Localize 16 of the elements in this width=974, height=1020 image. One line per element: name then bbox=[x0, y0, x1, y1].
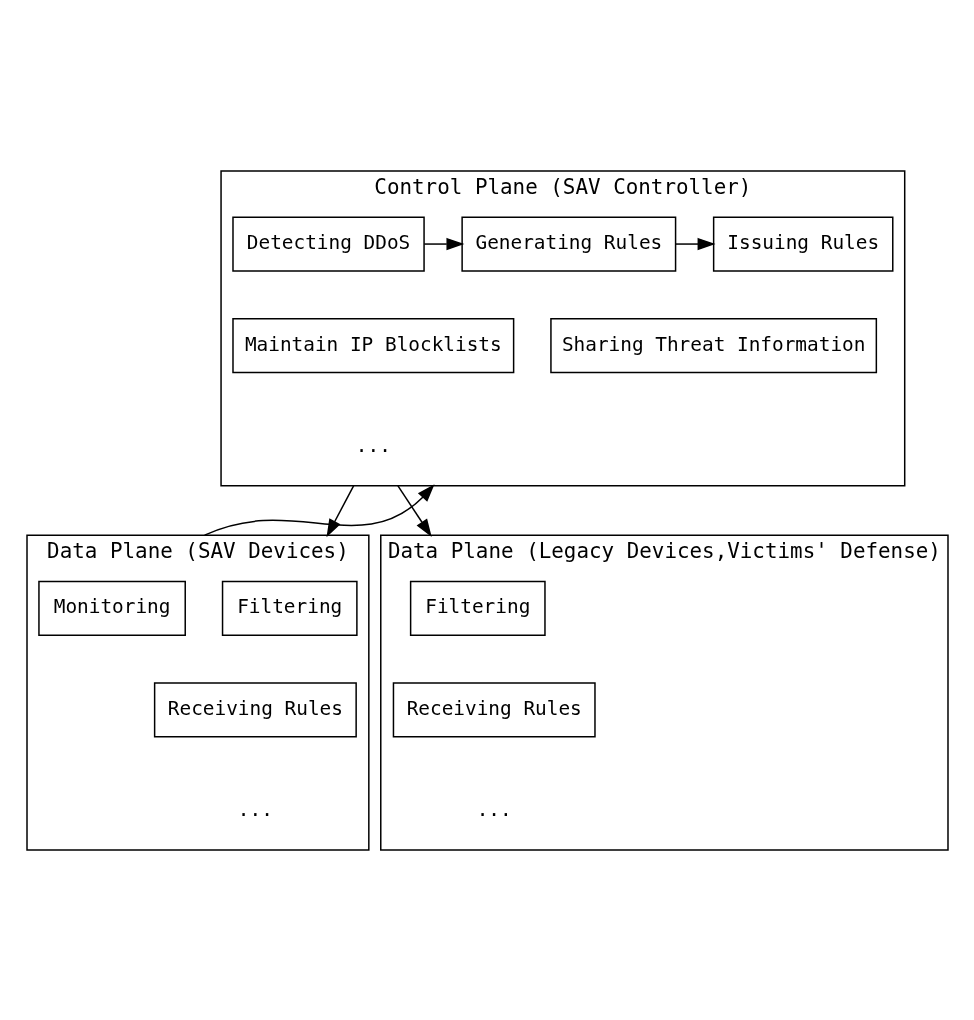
node-box: Receiving Rules bbox=[153, 681, 357, 737]
arrow bbox=[423, 237, 464, 250]
node-box: Filtering bbox=[409, 580, 546, 636]
arrow bbox=[396, 484, 432, 537]
node-box: Filtering bbox=[221, 580, 358, 636]
node-box: Receiving Rules bbox=[392, 681, 596, 737]
node-box: Sharing Threat Information bbox=[549, 317, 877, 373]
node-box: Monitoring bbox=[37, 580, 186, 636]
label: ... bbox=[355, 433, 391, 457]
node-box: Generating Rules bbox=[460, 215, 676, 272]
label: ... bbox=[476, 797, 512, 821]
arrow bbox=[674, 237, 715, 250]
label: ... bbox=[237, 797, 273, 821]
node-box: Issuing Rules bbox=[712, 215, 893, 272]
node-box: Detecting DDoS bbox=[231, 215, 425, 272]
node-box: Maintain IP Blocklists bbox=[231, 317, 514, 373]
